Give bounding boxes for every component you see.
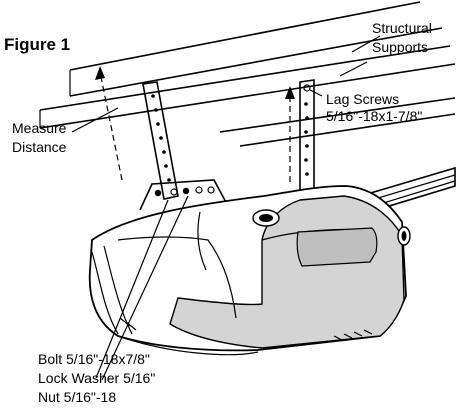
- strap-hole: [305, 144, 309, 148]
- strap-hole: [159, 136, 163, 140]
- label-measure-line2: Distance: [12, 139, 67, 155]
- leader-lines: [71, 35, 381, 381]
- bolt-icon: [154, 189, 162, 197]
- label-lag-screws: Lag Screws: [326, 91, 399, 107]
- left-mounting-strap: [142, 81, 179, 200]
- strap-hole: [154, 108, 158, 112]
- figure-title: Figure 1: [4, 35, 70, 54]
- label-bolt: Bolt 5/16"-18x7/8": [38, 351, 150, 367]
- bolt-icon: [195, 186, 203, 194]
- strap-hole: [305, 116, 309, 120]
- label-measure-line1: Measure: [12, 120, 67, 136]
- strap-hole: [162, 150, 166, 154]
- strap-hole: [164, 164, 168, 168]
- mounting-bracket: [139, 179, 229, 211]
- strap-hole: [304, 130, 308, 134]
- strap-hole: [156, 122, 160, 126]
- strap-hole: [167, 178, 171, 182]
- measure-arrows: [95, 66, 295, 182]
- bolt-icon: [207, 186, 215, 194]
- opener-motor-unit: [88, 185, 411, 356]
- strap-hole: [304, 102, 308, 106]
- label-structural-supports-line2: Supports: [372, 39, 428, 55]
- lens-window: [296, 227, 378, 267]
- lag-screw-icon: [303, 84, 311, 92]
- strap-hole: [151, 94, 155, 98]
- strap-hole: [305, 172, 309, 176]
- strap-hole: [304, 158, 308, 162]
- bolt-icon: [182, 187, 190, 195]
- label-lock-washer: Lock Washer 5/16": [38, 370, 155, 386]
- label-nut: Nut 5/16"-18: [38, 389, 116, 405]
- label-lag-screws-size: 5/16"-18x1-7/8": [326, 108, 422, 124]
- vent-slots: [119, 317, 373, 341]
- bolt-icon: [170, 188, 178, 196]
- label-structural-supports-line1: Structural: [372, 20, 432, 36]
